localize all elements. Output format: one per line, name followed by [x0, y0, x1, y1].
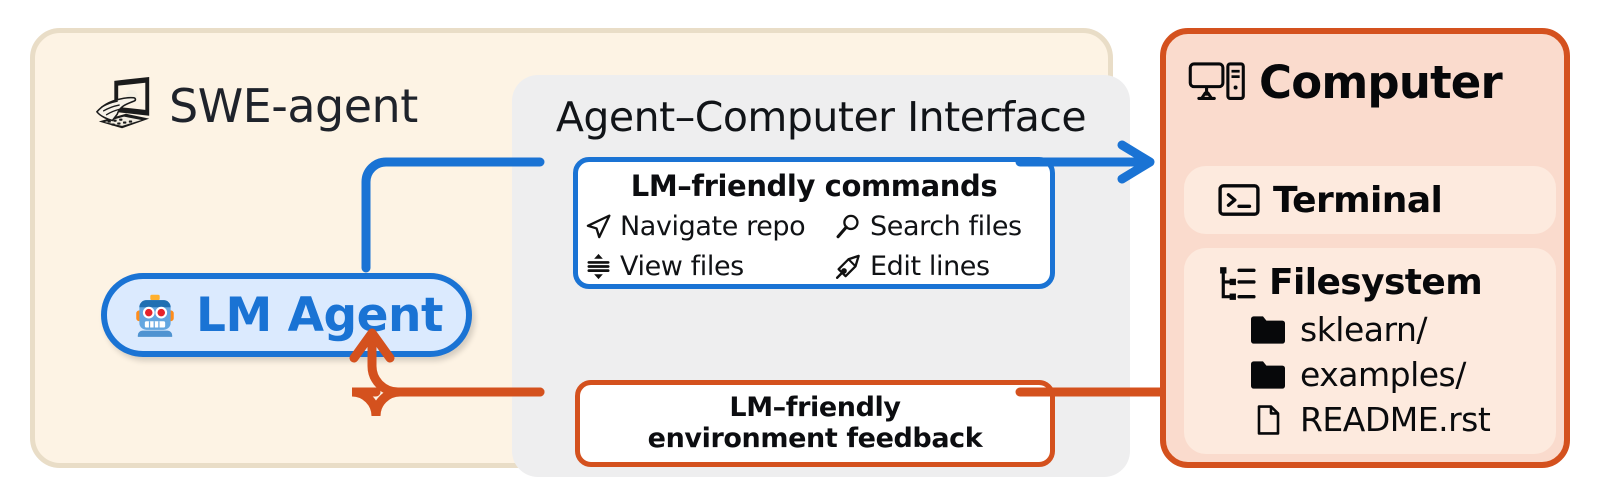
list-item[interactable]: examples/ — [1250, 352, 1556, 397]
folder-icon — [1251, 360, 1285, 389]
entry-name: sklearn/ — [1300, 310, 1428, 349]
list-item[interactable]: sklearn/ — [1250, 307, 1556, 352]
vertical-distribute-icon — [587, 253, 610, 279]
command-search-files[interactable]: Search files — [834, 206, 1056, 246]
list-item[interactable]: README.rst — [1250, 397, 1556, 442]
magnifying-glass-icon — [836, 214, 859, 238]
command-view-files[interactable]: View files — [584, 246, 834, 286]
computer-panel: Computer Terminal — [1160, 28, 1570, 468]
computer-header: Computer — [1188, 56, 1503, 109]
robot-emoji-icon — [136, 294, 174, 337]
filesystem-entry-list: sklearn/ examples/ README.rst — [1184, 307, 1556, 442]
folder-icon — [1251, 315, 1285, 344]
entry-name: examples/ — [1300, 355, 1466, 394]
commands-title: LM–friendly commands — [630, 169, 998, 203]
pen-nib-icon — [835, 254, 860, 279]
lm-agent-node[interactable]: LM Agent — [101, 273, 472, 357]
lm-friendly-commands-box: LM–friendly commands Navigate repo Searc… — [573, 157, 1055, 289]
swe-agent-header: SWE-agent — [93, 75, 418, 137]
commands-grid: Navigate repo Search files — [578, 206, 1050, 286]
environment-feedback-box: LM–friendly environment feedback — [575, 380, 1055, 467]
terminal-prompt-icon — [1218, 184, 1260, 216]
aci-title: Agent–Computer Interface — [555, 93, 1087, 141]
file-icon — [1257, 404, 1280, 435]
feedback-line-2: environment feedback — [647, 422, 983, 454]
command-label: Edit lines — [870, 250, 990, 282]
terminal-label: Terminal — [1273, 179, 1443, 221]
entry-name: README.rst — [1300, 400, 1491, 439]
command-label: Navigate repo — [620, 210, 806, 242]
hands-typing-on-computer-icon — [96, 76, 150, 129]
command-label: Search files — [870, 210, 1022, 242]
file-tree-icon — [1220, 266, 1256, 300]
lm-agent-label: LM Agent — [196, 287, 443, 343]
swe-agent-title: SWE-agent — [169, 79, 418, 133]
navigation-arrow-icon — [586, 213, 611, 238]
filesystem-header: Filesystem — [1184, 248, 1556, 303]
filesystem-card: Filesystem sklearn/ examples/ — [1184, 248, 1556, 454]
command-label: View files — [620, 250, 744, 282]
feedback-line-1: LM–friendly — [729, 392, 901, 424]
terminal-card[interactable]: Terminal — [1184, 166, 1556, 234]
command-navigate-repo[interactable]: Navigate repo — [584, 206, 834, 246]
desktop-computer-icon — [1188, 61, 1245, 100]
swe-agent-panel: SWE-agent Agent–Computer Interface — [30, 28, 1130, 477]
command-edit-lines[interactable]: Edit lines — [834, 246, 1056, 286]
filesystem-label: Filesystem — [1269, 262, 1483, 303]
computer-title: Computer — [1259, 56, 1503, 109]
